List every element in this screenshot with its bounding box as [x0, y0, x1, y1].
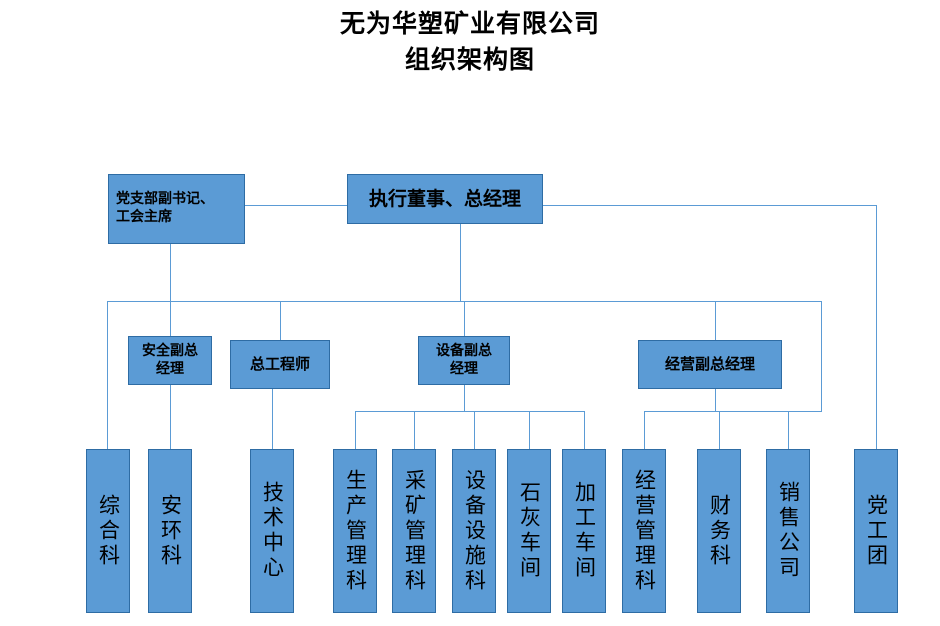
connector-ceo-drop [460, 224, 461, 302]
node-chief-engineer[interactable]: 总工程师 [230, 340, 330, 389]
page-title: 无为华塑矿业有限公司 组织架构图 [0, 6, 940, 78]
node-party-union-youth-league[interactable]: 党工团 [854, 449, 898, 613]
connector-ceo-to-party-union-drop [876, 205, 877, 449]
node-vp-operations-label: 经营副总经理 [664, 354, 755, 373]
node-production-management-section[interactable]: 生产管理科 [333, 449, 377, 613]
connector-equipment-to-facilities [474, 411, 475, 449]
connector-equipment-to-processing [584, 411, 585, 449]
node-party-secretary-line1: 党支部副书记、 [116, 191, 214, 208]
node-technology-center[interactable]: 技术中心 [250, 449, 294, 613]
connector-operations-to-sales [788, 411, 789, 449]
title-line-company: 无为华塑矿业有限公司 [339, 9, 600, 38]
connector-equipment-to-production [355, 411, 356, 449]
node-sales-company[interactable]: 销售公司 [766, 449, 810, 613]
node-finance-section-label: 财务科 [707, 493, 732, 569]
node-vp-equipment[interactable]: 设备副总 经理 [418, 336, 510, 385]
node-production-management-section-label: 生产管理科 [343, 468, 368, 594]
node-vp-safety[interactable]: 安全副总 经理 [128, 336, 212, 385]
connector-ceo-right-run [543, 205, 877, 206]
connector-equipment-bus [355, 411, 585, 412]
connector-operations-to-finance [719, 411, 720, 449]
connector-equipment-to-lime [529, 411, 530, 449]
connector-vp-operations-drop [715, 385, 716, 411]
node-technology-center-label: 技术中心 [260, 481, 285, 581]
node-processing-workshop-label: 加工车间 [572, 481, 597, 581]
node-finance-section[interactable]: 财务科 [697, 449, 741, 613]
connector-chief-engineer-drop [272, 389, 273, 449]
connector-party-to-ceo [245, 205, 348, 206]
node-sales-company-label: 销售公司 [776, 481, 801, 581]
node-chief-engineer-label: 总工程师 [249, 354, 310, 373]
node-processing-workshop[interactable]: 加工车间 [562, 449, 606, 613]
node-equipment-facilities-section-label: 设备设施科 [462, 468, 487, 594]
node-equipment-facilities-section[interactable]: 设备设施科 [452, 449, 496, 613]
node-mining-management-section-label: 采矿管理科 [402, 468, 427, 594]
node-party-secretary-line2: 工会主席 [116, 209, 172, 225]
connector-equipment-to-mining [414, 411, 415, 449]
connector-operations-bus [644, 411, 822, 412]
node-safety-environment-section[interactable]: 安环科 [148, 449, 192, 613]
node-party-union-youth-league-label: 党工团 [864, 493, 889, 569]
node-vp-operations[interactable]: 经营副总经理 [638, 340, 782, 389]
node-vp-equipment-line1: 设备副总 [436, 342, 492, 359]
node-operations-management-section-label: 经营管理科 [632, 468, 657, 594]
connector-operations-to-management [644, 411, 645, 449]
node-vp-safety-line1: 安全副总 [142, 342, 198, 359]
connector-bus-right-leg [821, 301, 822, 411]
connector-bus-to-vp-operations [715, 301, 716, 340]
connector-vp-equipment-drop [464, 385, 465, 411]
node-operations-management-section[interactable]: 经营管理科 [622, 449, 666, 613]
node-ceo-label: 执行董事、总经理 [368, 187, 521, 210]
node-mining-management-section[interactable]: 采矿管理科 [392, 449, 436, 613]
node-comprehensive-section[interactable]: 综合科 [86, 449, 130, 613]
node-comprehensive-section-label: 综合科 [96, 493, 121, 569]
title-line-subject: 组织架构图 [404, 45, 535, 74]
node-vp-equipment-line2: 经理 [450, 360, 478, 377]
node-lime-workshop-label: 石灰车间 [517, 481, 542, 581]
node-ceo[interactable]: 执行董事、总经理 [347, 174, 543, 224]
connector-bus-to-chief-engineer [280, 301, 281, 340]
node-lime-workshop[interactable]: 石灰车间 [507, 449, 551, 613]
node-safety-environment-section-label: 安环科 [158, 493, 183, 569]
node-party-secretary[interactable]: 党支部副书记、 工会主席 [108, 174, 245, 244]
connector-bus-left-leg [107, 301, 108, 449]
connector-bus-to-vp-equipment [464, 301, 465, 336]
node-vp-safety-line2: 经理 [156, 360, 184, 377]
